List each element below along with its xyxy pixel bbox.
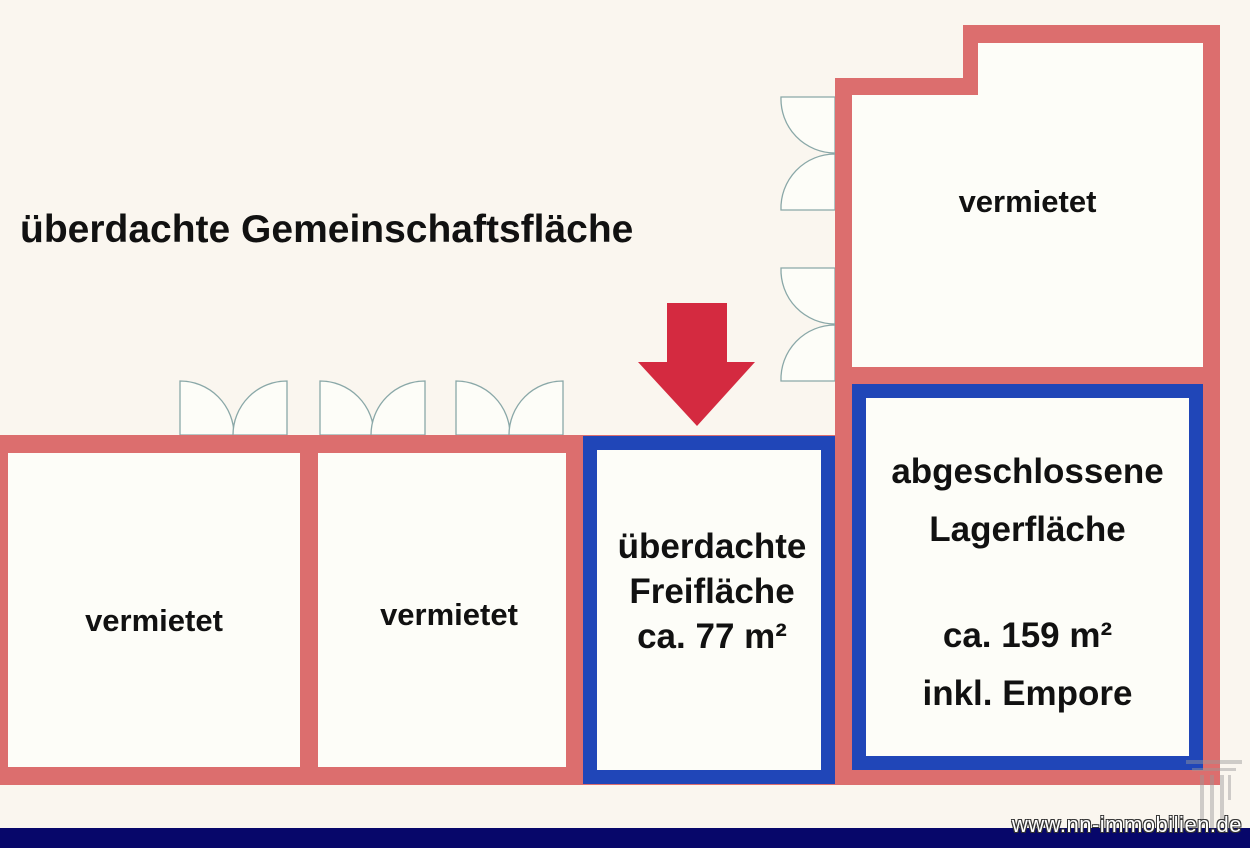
freiflaeche-line1: überdachte <box>617 527 807 566</box>
doors-top <box>179 380 564 436</box>
room-top-right <box>852 43 1203 367</box>
room-lagerflaeche <box>852 384 1203 770</box>
footer-bar <box>0 828 1250 848</box>
room-freiflaeche <box>583 436 835 784</box>
freiflaeche-label: überdachte Freifläche ca. 77 m² <box>597 524 827 659</box>
doors-side <box>780 96 836 382</box>
freiflaeche-area: ca. 77 m² <box>637 617 787 656</box>
lagerflaeche-line2: Lagerfläche <box>929 510 1126 549</box>
logo-watermark <box>1186 760 1242 835</box>
lagerflaeche-label: abgeschlossene Lagerfläche ca. 159 m² in… <box>862 443 1193 723</box>
room-bottom-2-label: vermietet <box>380 597 518 632</box>
room-bottom-1 <box>8 453 300 767</box>
room-bottom-1-label: vermietet <box>85 603 223 638</box>
freiflaeche-line2: Freifläche <box>629 572 795 611</box>
room-top-right-label: vermietet <box>958 184 1097 219</box>
arrow-down-icon <box>638 303 755 426</box>
room-bottom-2 <box>318 453 566 767</box>
lagerflaeche-note: inkl. Empore <box>922 674 1133 713</box>
lagerflaeche-area: ca. 159 m² <box>942 616 1113 655</box>
common-area-title: überdachte Gemeinschaftsfläche <box>20 208 634 251</box>
website-url: www.nn-immobilien.de <box>1011 812 1242 837</box>
lagerflaeche-line1: abgeschlossene <box>891 452 1164 491</box>
